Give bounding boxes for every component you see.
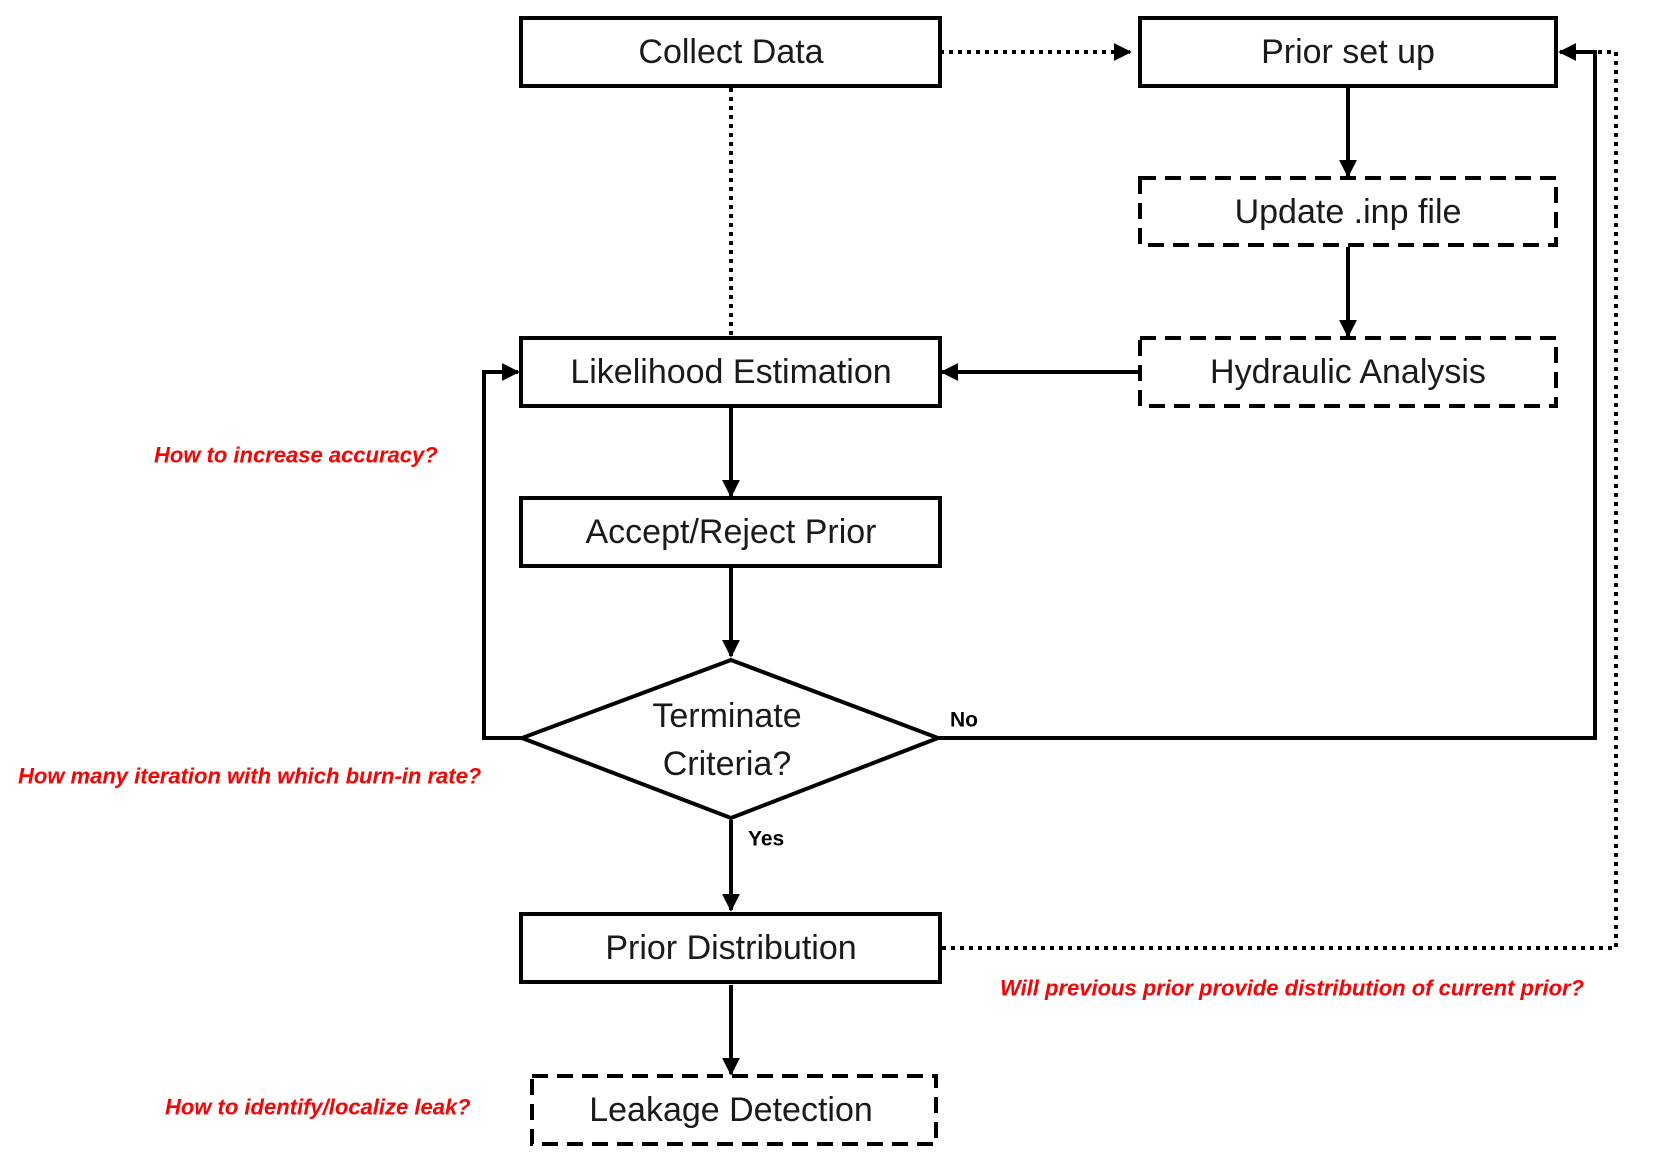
node-leakage-detection-label: Leakage Detection [589, 1091, 873, 1129]
edge-distribution-to-prior-setup [942, 50, 1618, 950]
note-iteration-burn-in: How many iteration with which burn-in ra… [18, 764, 481, 789]
edge-label-yes: Yes [748, 828, 784, 851]
node-prior-distribution: Prior Distribution [519, 912, 942, 984]
node-update-inp: Update .inp file [1138, 176, 1558, 247]
node-accept-reject-prior-label: Accept/Reject Prior [586, 513, 877, 551]
node-prior-setup: Prior set up [1138, 16, 1558, 88]
node-collect-data: Collect Data [519, 16, 942, 88]
node-likelihood-estimation: Likelihood Estimation [519, 336, 942, 408]
node-accept-reject-prior: Accept/Reject Prior [519, 496, 942, 568]
edge-terminate-loop-to-likelihood [482, 363, 522, 740]
node-hydraulic-analysis-label: Hydraulic Analysis [1210, 353, 1486, 391]
note-increase-accuracy: How to increase accuracy? [154, 443, 438, 468]
node-collect-data-label: Collect Data [638, 33, 823, 71]
note-previous-prior: Will previous prior provide distribution… [1000, 976, 1584, 1001]
node-hydraulic-analysis: Hydraulic Analysis [1138, 336, 1558, 408]
note-localize-leak: How to identify/localize leak? [165, 1095, 471, 1120]
edge-label-no: No [950, 709, 978, 732]
node-terminate-criteria-line1: Terminate [652, 697, 801, 735]
node-prior-setup-label: Prior set up [1261, 33, 1435, 71]
node-terminate-criteria-line2: Criteria? [663, 745, 791, 783]
node-leakage-detection: Leakage Detection [530, 1074, 938, 1146]
node-terminate-criteria: Terminate Criteria? [516, 657, 944, 821]
edge-terminate-no-to-prior-setup [938, 43, 1597, 740]
node-prior-distribution-label: Prior Distribution [605, 929, 856, 967]
node-likelihood-estimation-label: Likelihood Estimation [570, 353, 891, 391]
node-update-inp-label: Update .inp file [1235, 193, 1462, 231]
